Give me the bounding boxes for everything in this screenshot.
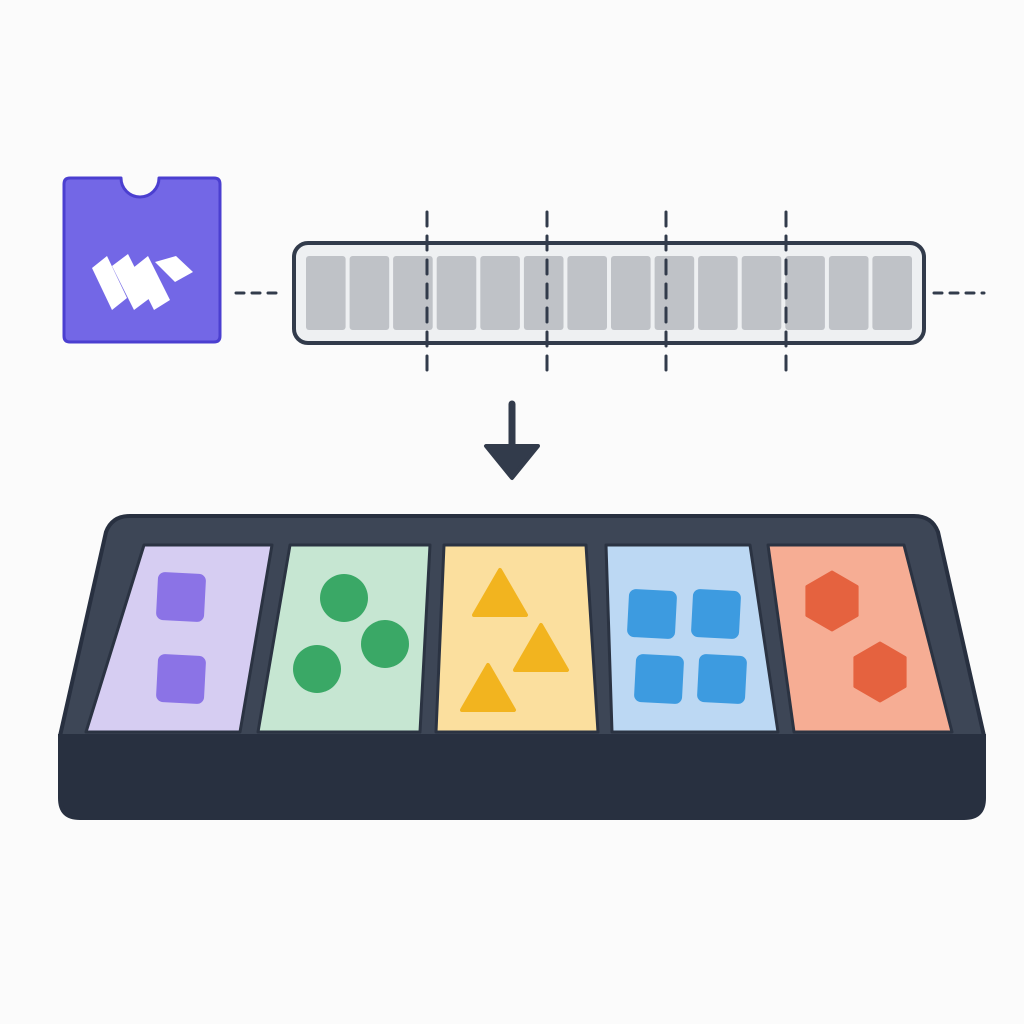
square-token <box>691 589 741 639</box>
strip-segment <box>306 256 346 330</box>
square-token <box>156 654 206 704</box>
strip-segment <box>393 256 433 330</box>
compartment-red <box>766 543 954 734</box>
arrow-down-icon <box>484 400 540 480</box>
strip-segments <box>306 256 912 330</box>
square-token <box>627 589 677 639</box>
strip-segment <box>611 256 651 330</box>
hexagon-token <box>853 641 907 703</box>
source-logo-card <box>62 176 222 344</box>
segmented-strip <box>292 241 926 345</box>
triangle-token <box>472 568 528 617</box>
circle-token <box>320 574 368 622</box>
strip-segment <box>828 256 869 330</box>
compartment-yellow <box>434 543 600 734</box>
strip-segment <box>698 256 738 330</box>
strip-segment <box>567 256 607 330</box>
compartment-bin <box>434 543 600 734</box>
strip-segment <box>741 256 782 330</box>
square-token <box>634 654 684 704</box>
compartment-bin <box>604 543 780 734</box>
compartment-blue <box>604 543 780 734</box>
strip-segment <box>654 256 695 330</box>
triangle-token <box>513 623 569 672</box>
compartment-green <box>256 543 432 734</box>
strip-segment <box>872 256 912 330</box>
circle-token <box>293 645 341 693</box>
tray-compartments <box>84 543 954 734</box>
w-logo-icon <box>92 254 193 310</box>
strip-segment <box>349 256 390 330</box>
strip-segment <box>480 256 520 330</box>
hexagon-token <box>805 570 859 632</box>
cut-lines <box>425 210 788 382</box>
square-token <box>156 572 206 622</box>
circle-token <box>361 620 409 668</box>
sorting-tray <box>58 514 986 820</box>
square-token <box>697 654 747 704</box>
strip-segment <box>436 256 477 330</box>
compartment-bin <box>84 543 274 734</box>
strip-segment <box>785 256 825 330</box>
triangle-token <box>460 663 516 712</box>
compartment-purple <box>84 543 274 734</box>
strip-segment <box>523 256 564 330</box>
